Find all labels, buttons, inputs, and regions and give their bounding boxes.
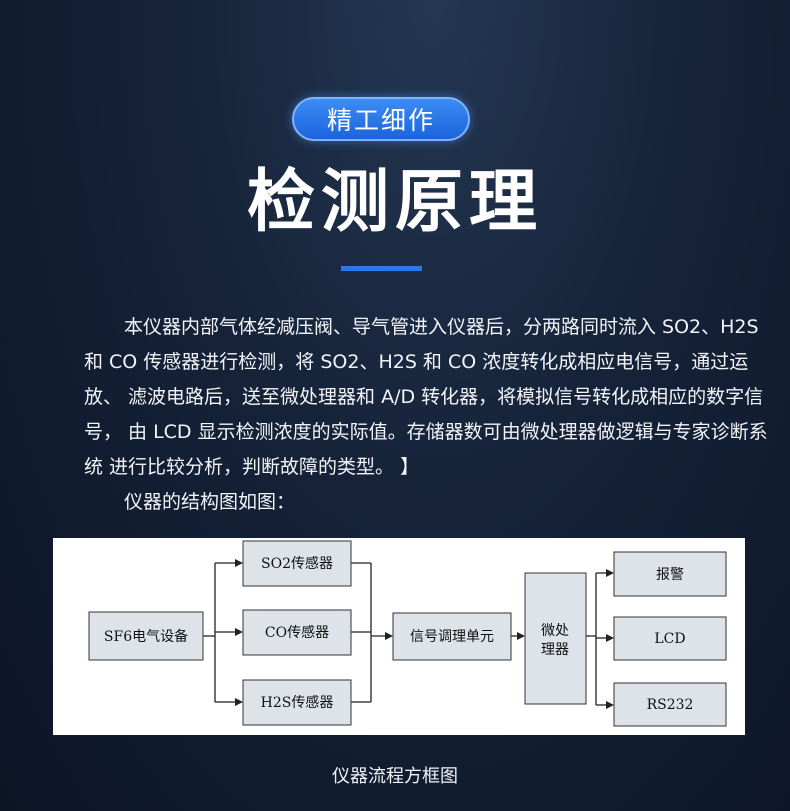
- section-badge: 精工细作: [292, 97, 470, 141]
- conditioning-label: 信号调理单元: [410, 629, 494, 645]
- output-box-alarm: [613, 551, 727, 597]
- diagram-arrowheads: [235, 559, 614, 709]
- conditioning-box: [392, 612, 512, 661]
- title-underline: [341, 266, 422, 271]
- structure-intro: 仪器的结构图如图：: [124, 491, 296, 513]
- processor-box: [524, 572, 587, 705]
- block-diagram-svg: SF6电气设备 SO2传感器 CO传感器 H2S传感器 信号调理单元 微处 理器…: [88, 540, 727, 727]
- output-label-lcd: LCD: [654, 631, 685, 647]
- output-label-rs232: RS232: [647, 697, 694, 713]
- output-box-rs232: [613, 682, 727, 727]
- source-box: [88, 611, 204, 661]
- sensor-label-h2s: H2S传感器: [261, 694, 334, 711]
- processor-label-line2: 理器: [541, 642, 569, 658]
- source-label: SF6电气设备: [104, 628, 188, 645]
- description-text: 本仪器内部气体经减压阀、导气管进入仪器后，分两路同时流入 SO2、H2S 和 C…: [84, 310, 774, 520]
- page-title: 检测原理: [246, 162, 543, 242]
- sensor-box-co: [242, 609, 352, 656]
- sensor-box-h2s: [242, 679, 352, 726]
- processor-label-line1: 微处: [541, 623, 569, 639]
- output-label-alarm: 报警: [656, 567, 684, 583]
- block-diagram: SF6电气设备 SO2传感器 CO传感器 H2S传感器 信号调理单元 微处 理器…: [53, 538, 745, 735]
- output-box-lcd: [613, 616, 727, 661]
- sensor-box-so2: [242, 540, 352, 587]
- sensor-label-so2: SO2传感器: [261, 555, 333, 572]
- description-paragraph: 本仪器内部气体经减压阀、导气管进入仪器后，分两路同时流入 SO2、H2S 和 C…: [84, 316, 768, 478]
- diagram-caption: 仪器流程方框图: [332, 766, 458, 787]
- sensor-label-co: CO传感器: [265, 624, 329, 641]
